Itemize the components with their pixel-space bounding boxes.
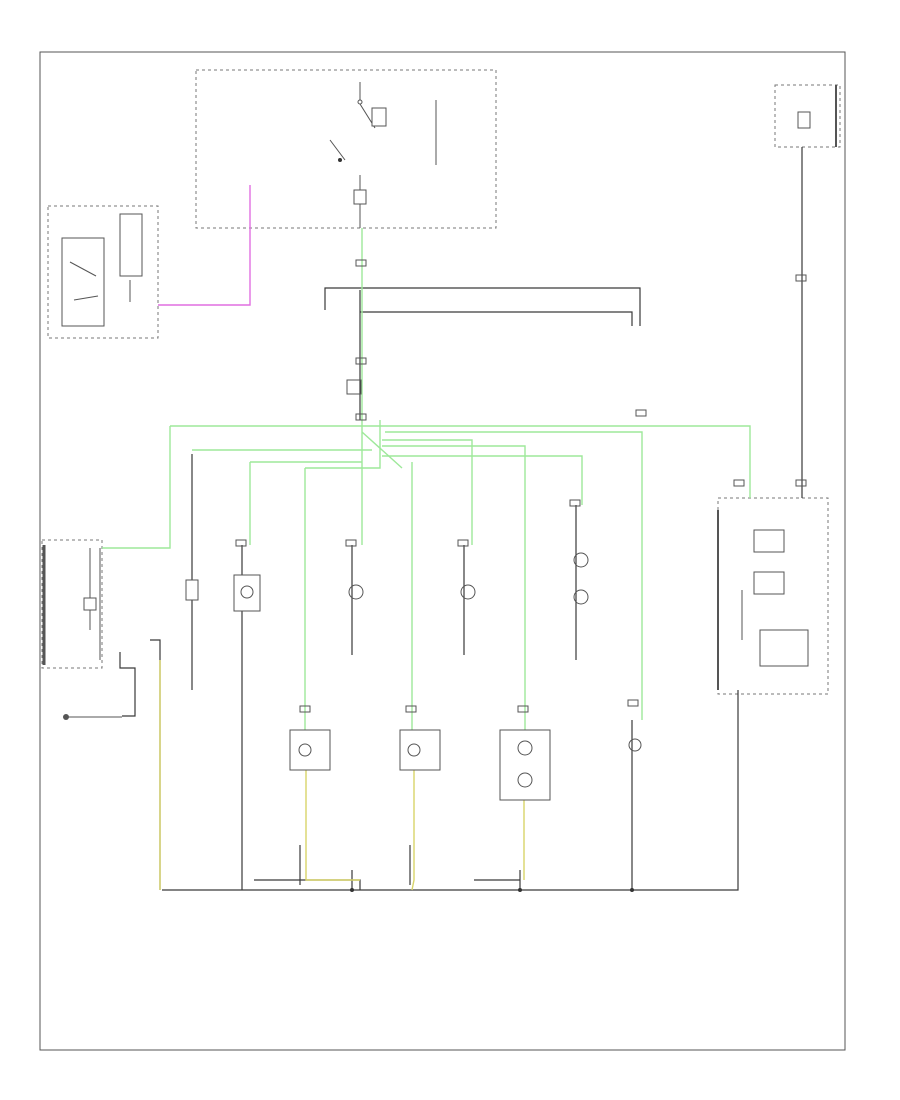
connector-icon — [795, 274, 807, 282]
lamp-icon — [628, 738, 642, 752]
connector-icon — [627, 699, 639, 707]
fuse-icon — [797, 111, 811, 129]
light-green-wires — [102, 228, 751, 730]
lamp-icon — [240, 585, 254, 599]
lamp-icon — [460, 584, 476, 600]
switch-icon — [83, 597, 97, 611]
page-frame — [39, 51, 846, 1051]
switch-at-192 — [185, 579, 199, 601]
fuse-icon — [353, 189, 367, 205]
hazard-warning-switch — [460, 584, 476, 600]
relay-icon — [371, 107, 387, 127]
heater-control-panel — [289, 729, 331, 771]
hood-fuse-relay-box — [774, 84, 841, 148]
cigarette-lighter-light — [628, 738, 642, 752]
dash-light-brightness-controller — [717, 497, 829, 695]
switch-icon — [329, 139, 346, 161]
switch-icon — [185, 579, 199, 601]
a-t-gear-position-indicator — [499, 729, 551, 801]
lamp-icon — [348, 584, 364, 600]
lighting-switch — [47, 205, 159, 339]
connector-icon — [517, 705, 529, 713]
gauge-assembly — [399, 729, 441, 771]
black-wires — [119, 147, 803, 891]
connector-icon — [355, 259, 367, 267]
connector-icon — [457, 539, 469, 547]
switch-icon — [69, 261, 97, 277]
connector-icon — [346, 379, 362, 395]
connector-icon — [345, 539, 357, 547]
connector-icon — [635, 409, 647, 417]
yellow-wires — [159, 660, 525, 891]
lamp-icon — [517, 740, 533, 756]
combination-switch — [41, 539, 122, 720]
ignition-key-light — [573, 552, 589, 605]
ground-icon — [350, 888, 354, 892]
lamp-icon — [298, 743, 312, 757]
pink-wire — [158, 185, 251, 306]
connector-icon — [235, 539, 247, 547]
connector-icon — [569, 499, 581, 507]
lamp-icon — [573, 552, 589, 568]
connector-icon — [355, 357, 367, 365]
lamp-icon — [573, 589, 589, 605]
connector-icon — [355, 413, 367, 421]
connector-icon — [405, 705, 417, 713]
connector-icon — [733, 479, 745, 487]
cruise-control-switch — [233, 574, 261, 612]
connector-icon — [795, 479, 807, 487]
lamp-icon — [407, 743, 421, 757]
rear-window-defogger-switch — [348, 584, 364, 600]
under-dash-fuse-relay-box — [195, 69, 497, 229]
connector-markers — [235, 259, 807, 713]
lamp-icon — [517, 772, 533, 788]
ground-points — [350, 888, 634, 892]
connector-icon — [299, 705, 311, 713]
ground-icon — [518, 888, 522, 892]
ground-icon — [630, 888, 634, 892]
